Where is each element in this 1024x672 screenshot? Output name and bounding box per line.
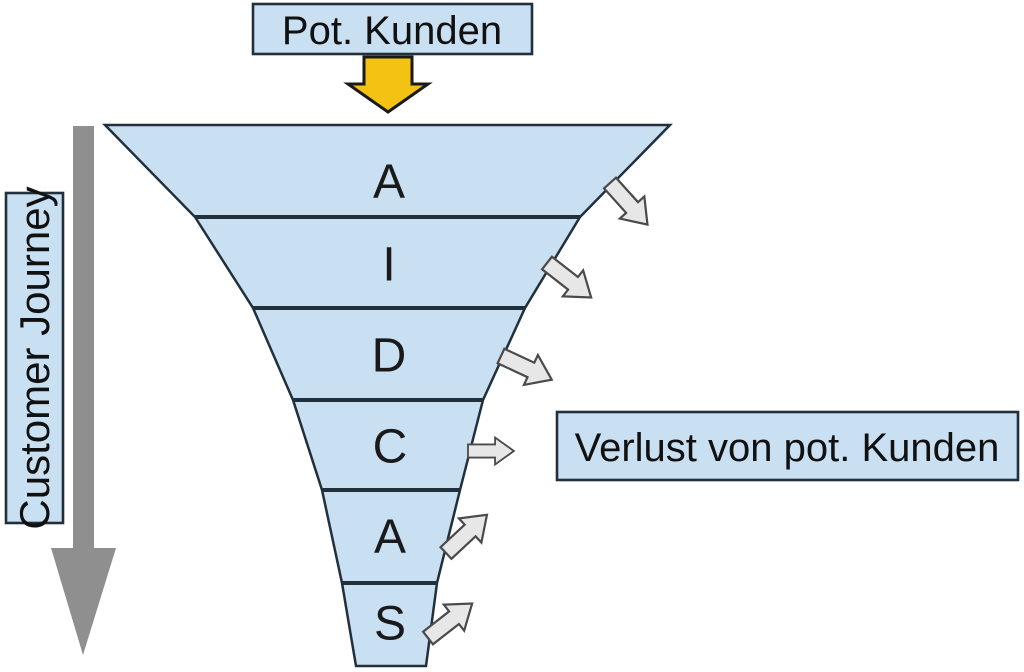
loss-arrow-icon-1 xyxy=(602,176,649,227)
customer-journey-arrow xyxy=(51,126,116,655)
funnel-level-conviction: C xyxy=(373,421,408,474)
loss-arrow-icon-4 xyxy=(467,435,516,467)
customer-journey-label-text: Customer Journey xyxy=(11,186,58,529)
pot-kunden-label: Pot. Kunden xyxy=(251,2,534,56)
customer-journey-arrowhead xyxy=(51,548,116,655)
loss-arrow-icon-6 xyxy=(421,602,474,646)
loss-arrows xyxy=(421,176,649,646)
pot-kunden-label-box xyxy=(251,2,534,56)
funnel-level-action: A xyxy=(374,511,406,564)
loss-arrow-icon-5 xyxy=(438,513,489,561)
pot-kunden-label-text: Pot. Kunden xyxy=(282,9,502,53)
funnel-shape xyxy=(102,123,673,668)
loss-label-text: Verlust von pot. Kunden xyxy=(575,426,1000,470)
funnel-level-satisfaction: S xyxy=(374,598,406,651)
customer-journey-arrow-shaft xyxy=(73,126,94,550)
loss-arrow-icon-2 xyxy=(540,255,593,299)
funnel-level-interest: I xyxy=(382,239,395,292)
loss-label: Verlust von pot. Kunden xyxy=(555,410,1020,482)
funnel-level-attention: A xyxy=(373,156,405,209)
customer-journey-label-box xyxy=(4,191,65,525)
customer-journey-label: Customer Journey xyxy=(4,186,65,530)
inflow-arrow-icon xyxy=(343,55,433,114)
loss-label-box xyxy=(555,410,1020,482)
loss-arrow-icon-3 xyxy=(496,347,554,387)
funnel-level-desire: D xyxy=(372,330,407,383)
